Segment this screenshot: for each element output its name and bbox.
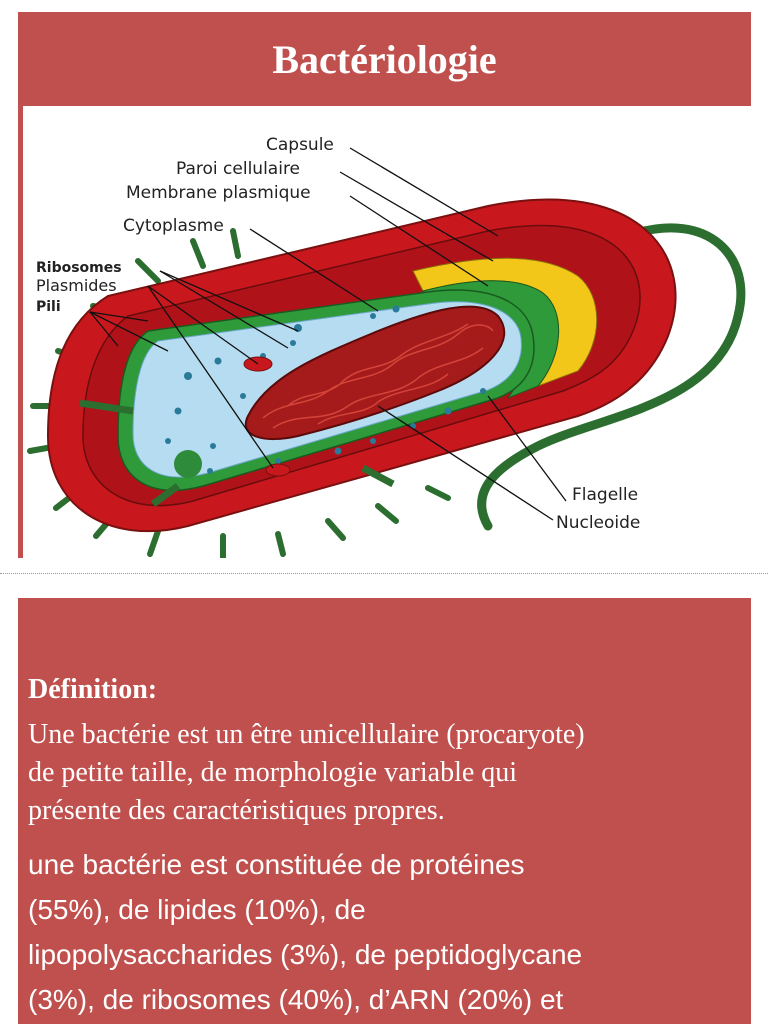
definition-line: de petite taille, de morphologie variabl… xyxy=(28,757,518,788)
label-capsule: Capsule xyxy=(266,135,334,155)
label-pili: Pili xyxy=(36,299,61,315)
flagellum xyxy=(477,223,746,531)
composition-line: lipopolysaccharides (3%), de peptidoglyc… xyxy=(28,939,583,970)
label-membrane-plasmique: Membrane plasmique xyxy=(126,183,311,203)
plasmid xyxy=(265,463,291,477)
definition-text: Une bactérie est un être unicellulaire (… xyxy=(28,716,743,830)
composition-line: (55%), de lipides (10%), de xyxy=(28,894,366,925)
slide-separator xyxy=(0,573,768,574)
label-flagelle: Flagelle xyxy=(572,485,638,505)
slide-left-border xyxy=(18,106,23,558)
slide-bacteriologie: Bactériologie xyxy=(18,12,751,558)
label-cytoplasme: Cytoplasme xyxy=(123,216,224,236)
label-nucleoide: Nucleoide xyxy=(556,513,640,533)
definition-line: Une bactérie est un être unicellulaire (… xyxy=(28,719,585,750)
definition-heading: Définition: xyxy=(28,674,158,705)
composition-text: une bactérie est constituée de protéines… xyxy=(28,842,748,1022)
leader-lines xyxy=(89,147,567,521)
slide-header: Bactériologie xyxy=(18,12,751,106)
definition-line: présente des caractéristiques propres. xyxy=(28,795,445,826)
pili-bases xyxy=(79,399,395,507)
label-plasmides: Plasmides xyxy=(36,276,117,295)
granule xyxy=(174,450,202,478)
label-paroi-cellulaire: Paroi cellulaire xyxy=(176,159,300,179)
slide-definition: Définition: Une bactérie est un être uni… xyxy=(18,598,751,1024)
label-ribosomes: Ribosomes xyxy=(36,260,122,276)
nucleoid xyxy=(245,305,506,440)
nucleoid-strands xyxy=(262,323,494,429)
composition-line: (3%), de ribosomes (40%), d’ARN (20%) et xyxy=(28,984,564,1015)
composition-line: une bactérie est constituée de protéines xyxy=(28,849,525,880)
bacterium-diagram: Capsule Paroi cellulaire Membrane plasmi… xyxy=(27,135,746,558)
page-title: Bactériologie xyxy=(272,36,497,82)
